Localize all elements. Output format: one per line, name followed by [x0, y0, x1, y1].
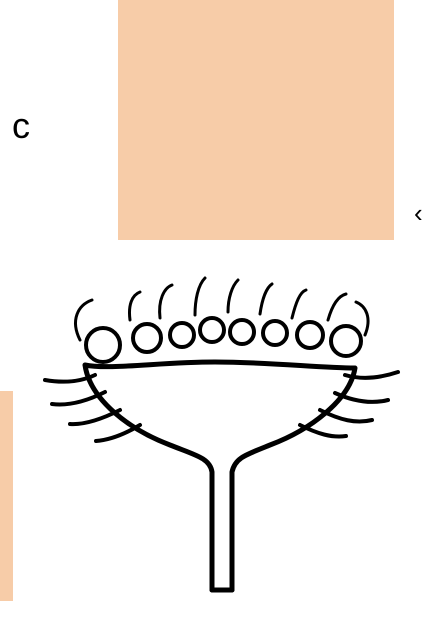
- floret-4: [200, 318, 224, 342]
- floret-3: [170, 323, 194, 347]
- floret-2: [133, 324, 161, 352]
- receptacle-outline: [85, 362, 355, 590]
- floret-7: [297, 322, 323, 348]
- floret-8: [331, 326, 361, 356]
- florets-group: [86, 318, 361, 362]
- floret-6: [263, 321, 287, 345]
- floret-1: [86, 328, 120, 362]
- floret-5: [230, 320, 254, 344]
